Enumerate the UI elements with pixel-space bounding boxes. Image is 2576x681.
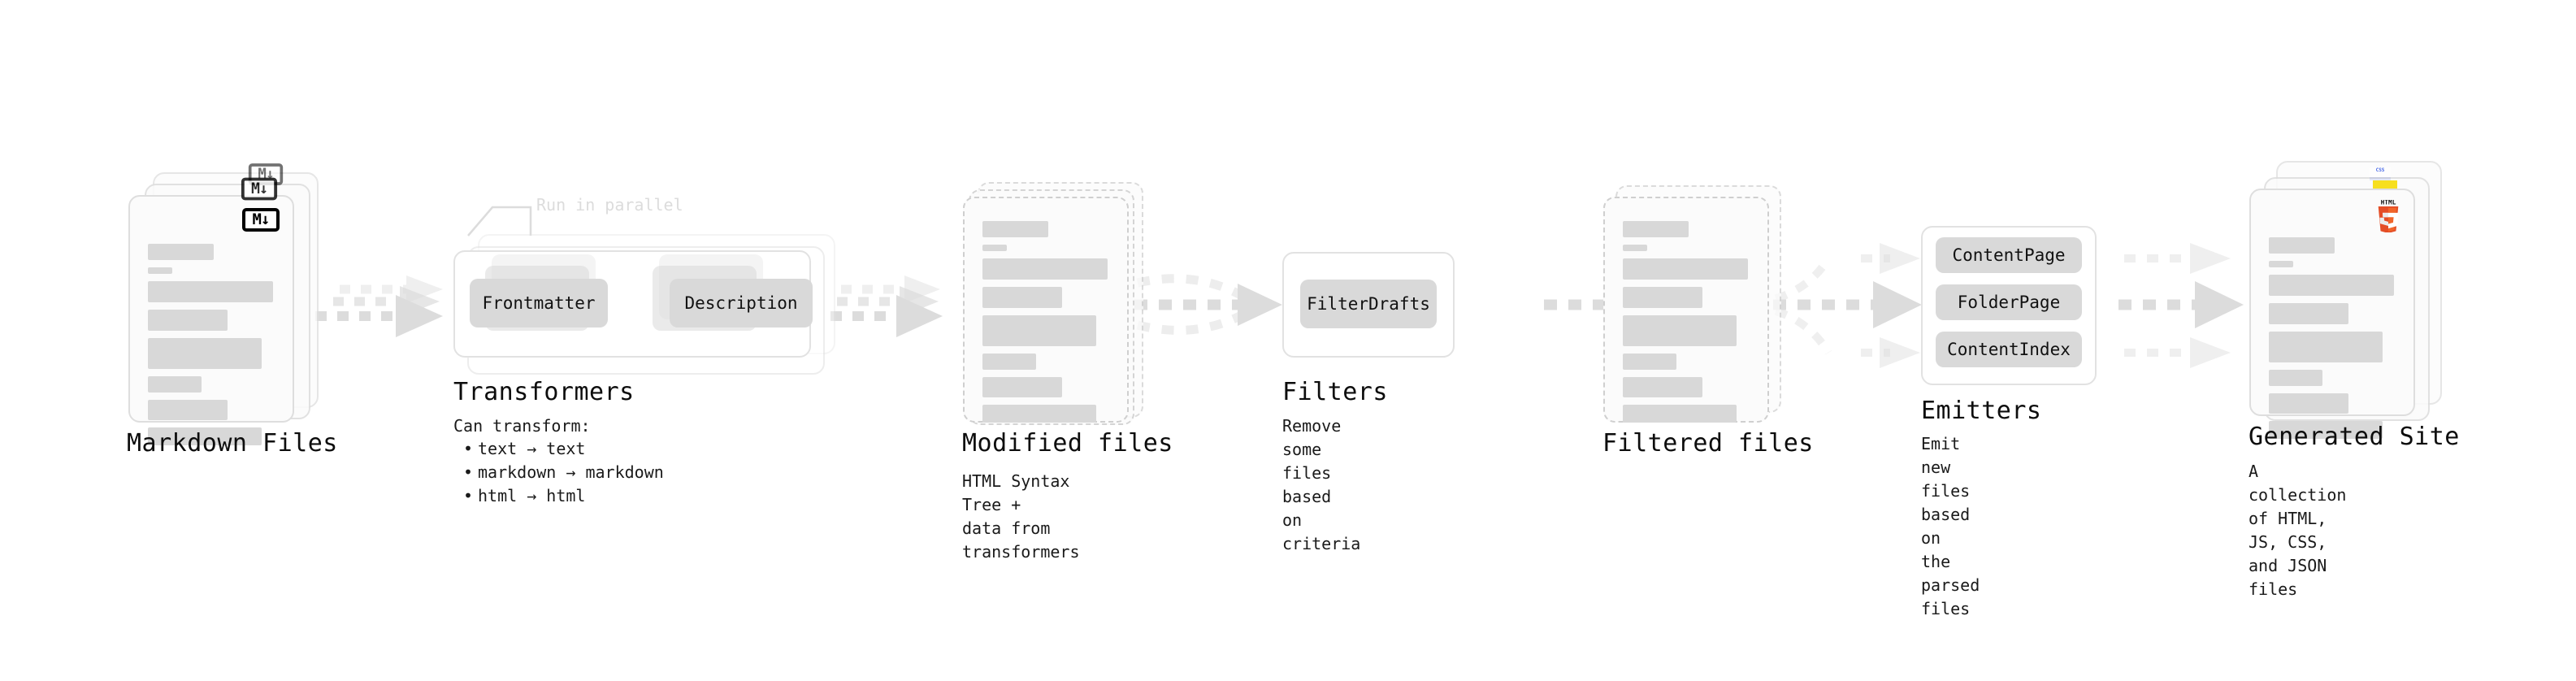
transformers-capability-list: text → text markdown → markdown html → h… bbox=[462, 437, 664, 508]
modified-file-front bbox=[963, 197, 1129, 423]
content-line bbox=[148, 281, 274, 302]
content-line bbox=[148, 244, 215, 260]
arrow-markdown-to-transformers bbox=[315, 275, 443, 337]
content-line bbox=[148, 310, 228, 331]
arrow-transformers-to-modified bbox=[830, 275, 943, 337]
content-line bbox=[2269, 237, 2335, 254]
content-line bbox=[982, 287, 1063, 308]
modified-file-content-lines bbox=[982, 221, 1109, 430]
stage-title-generated-site: Generated Site bbox=[2249, 423, 2460, 451]
transformers-desc: Can transform: bbox=[453, 416, 591, 436]
list-item: markdown → markdown bbox=[462, 461, 664, 484]
content-line bbox=[148, 267, 172, 274]
stage-title-filtered-files: Filtered files bbox=[1602, 429, 1814, 458]
content-line bbox=[2269, 332, 2383, 362]
content-line bbox=[2269, 393, 2349, 414]
filters-desc: Remove some files based on criteria bbox=[1282, 416, 1361, 553]
stage-title-markdown-files: Markdown Files bbox=[127, 429, 338, 458]
html5-badge-icon: HTML bbox=[2374, 199, 2402, 233]
generated-site-content-lines bbox=[2269, 237, 2396, 446]
filtered-file-content-lines bbox=[1623, 221, 1750, 430]
chip-filterdrafts[interactable]: FilterDrafts bbox=[1300, 280, 1437, 328]
content-line bbox=[982, 405, 1097, 423]
generated-site-front: HTML bbox=[2249, 189, 2415, 439]
content-line bbox=[982, 315, 1097, 346]
content-line bbox=[148, 400, 228, 420]
chip-description[interactable]: Description bbox=[670, 279, 813, 327]
stage-title-transformers: Transformers bbox=[453, 378, 635, 406]
list-item: text → text bbox=[462, 437, 664, 461]
content-line bbox=[2269, 370, 2322, 386]
content-line bbox=[982, 221, 1049, 237]
filtered-file-front bbox=[1603, 197, 1769, 423]
generated-site-desc: A collection of HTML, JS, CSS, and JSON … bbox=[2249, 462, 2347, 599]
content-line bbox=[1623, 377, 1703, 397]
markdown-file-content-lines bbox=[148, 244, 275, 453]
chip-contentpage[interactable]: ContentPage bbox=[1936, 237, 2082, 273]
modified-files-desc: HTML Syntax Tree + data from transformer… bbox=[962, 471, 1080, 562]
list-item: html → html bbox=[462, 484, 664, 508]
content-line bbox=[2269, 261, 2293, 267]
run-in-parallel-label: Run in parallel bbox=[536, 195, 683, 215]
content-line bbox=[2269, 275, 2395, 296]
chip-contentindex[interactable]: ContentIndex bbox=[1936, 332, 2082, 367]
content-line bbox=[1623, 354, 1676, 370]
parallel-leader-line bbox=[467, 206, 532, 236]
markdown-badge-icon-back-1: M↓ bbox=[241, 177, 278, 201]
emitters-desc: Emit new files based on the parsed files bbox=[1921, 434, 1980, 618]
content-line bbox=[2269, 303, 2349, 324]
content-line bbox=[148, 376, 202, 393]
content-line bbox=[1623, 221, 1689, 237]
arrow-emitters-to-site bbox=[2118, 243, 2244, 368]
content-line bbox=[982, 245, 1007, 251]
content-line bbox=[982, 258, 1108, 280]
stage-title-filters: Filters bbox=[1282, 378, 1388, 406]
content-line bbox=[1623, 405, 1737, 423]
content-line bbox=[1623, 287, 1703, 308]
content-line bbox=[1623, 258, 1749, 280]
content-line bbox=[982, 377, 1063, 397]
stage-title-modified-files: Modified files bbox=[962, 429, 1173, 458]
html5-badge-wordmark: HTML bbox=[2381, 200, 2396, 206]
content-line bbox=[1623, 315, 1737, 346]
content-line bbox=[2269, 421, 2383, 439]
content-line bbox=[148, 427, 262, 445]
html5-shield-svg: HTML bbox=[2378, 199, 2399, 233]
chip-folderpage[interactable]: FolderPage bbox=[1936, 284, 2082, 320]
stage-title-emitters: Emitters bbox=[1921, 397, 2042, 425]
markdown-badge-icon: M↓ bbox=[242, 208, 280, 232]
content-line bbox=[148, 338, 262, 369]
content-line bbox=[982, 354, 1036, 370]
chip-frontmatter[interactable]: Frontmatter bbox=[470, 279, 608, 327]
arrow-modified-to-filters bbox=[1134, 274, 1282, 335]
markdown-file-front: M↓ bbox=[128, 195, 294, 445]
content-line bbox=[1623, 245, 1647, 251]
